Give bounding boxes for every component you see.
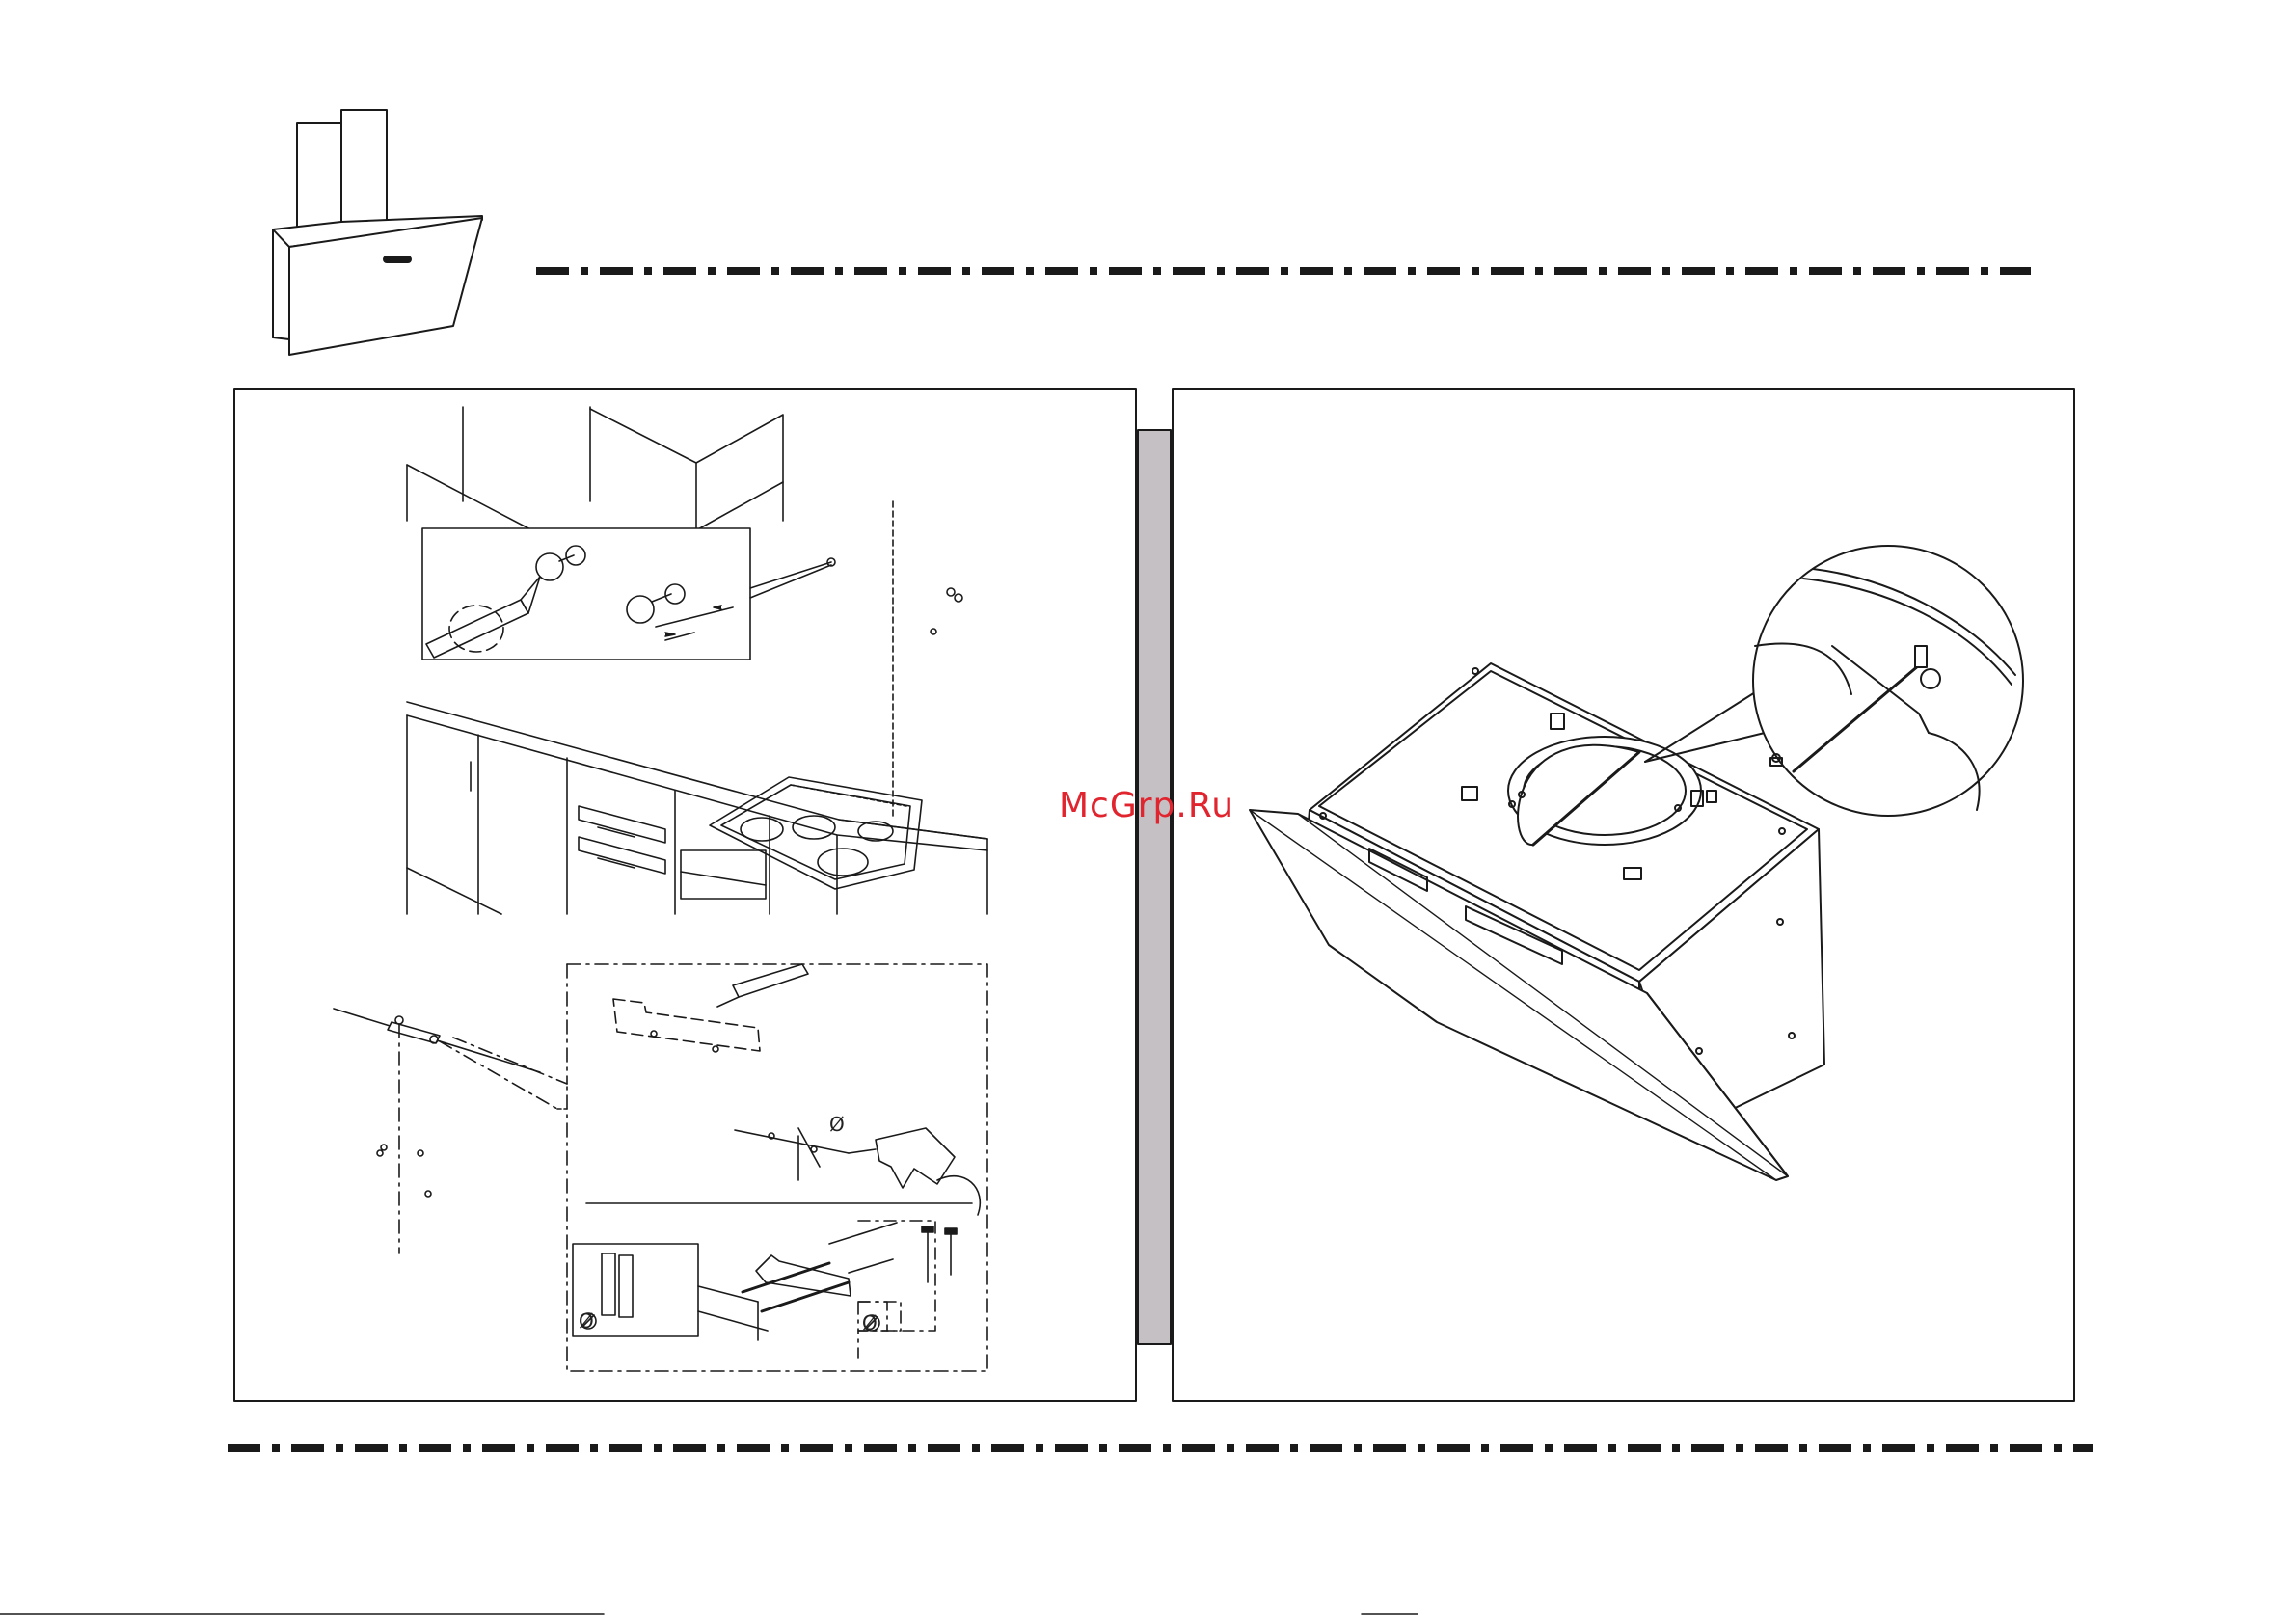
hood-unit-diagram [1250,546,2023,1180]
diameter-symbol-screw: Ø [862,1313,878,1333]
watermark-text: McGrp.Ru [1059,789,1234,823]
hood-thumbnail-icon [273,110,482,355]
kitchen-install-diagram [334,407,987,1371]
diameter-symbol-drill: Ø [829,1115,845,1134]
panel-divider-bar [1138,430,1171,1344]
diameter-symbol-anchor: Ø [579,1311,594,1331]
